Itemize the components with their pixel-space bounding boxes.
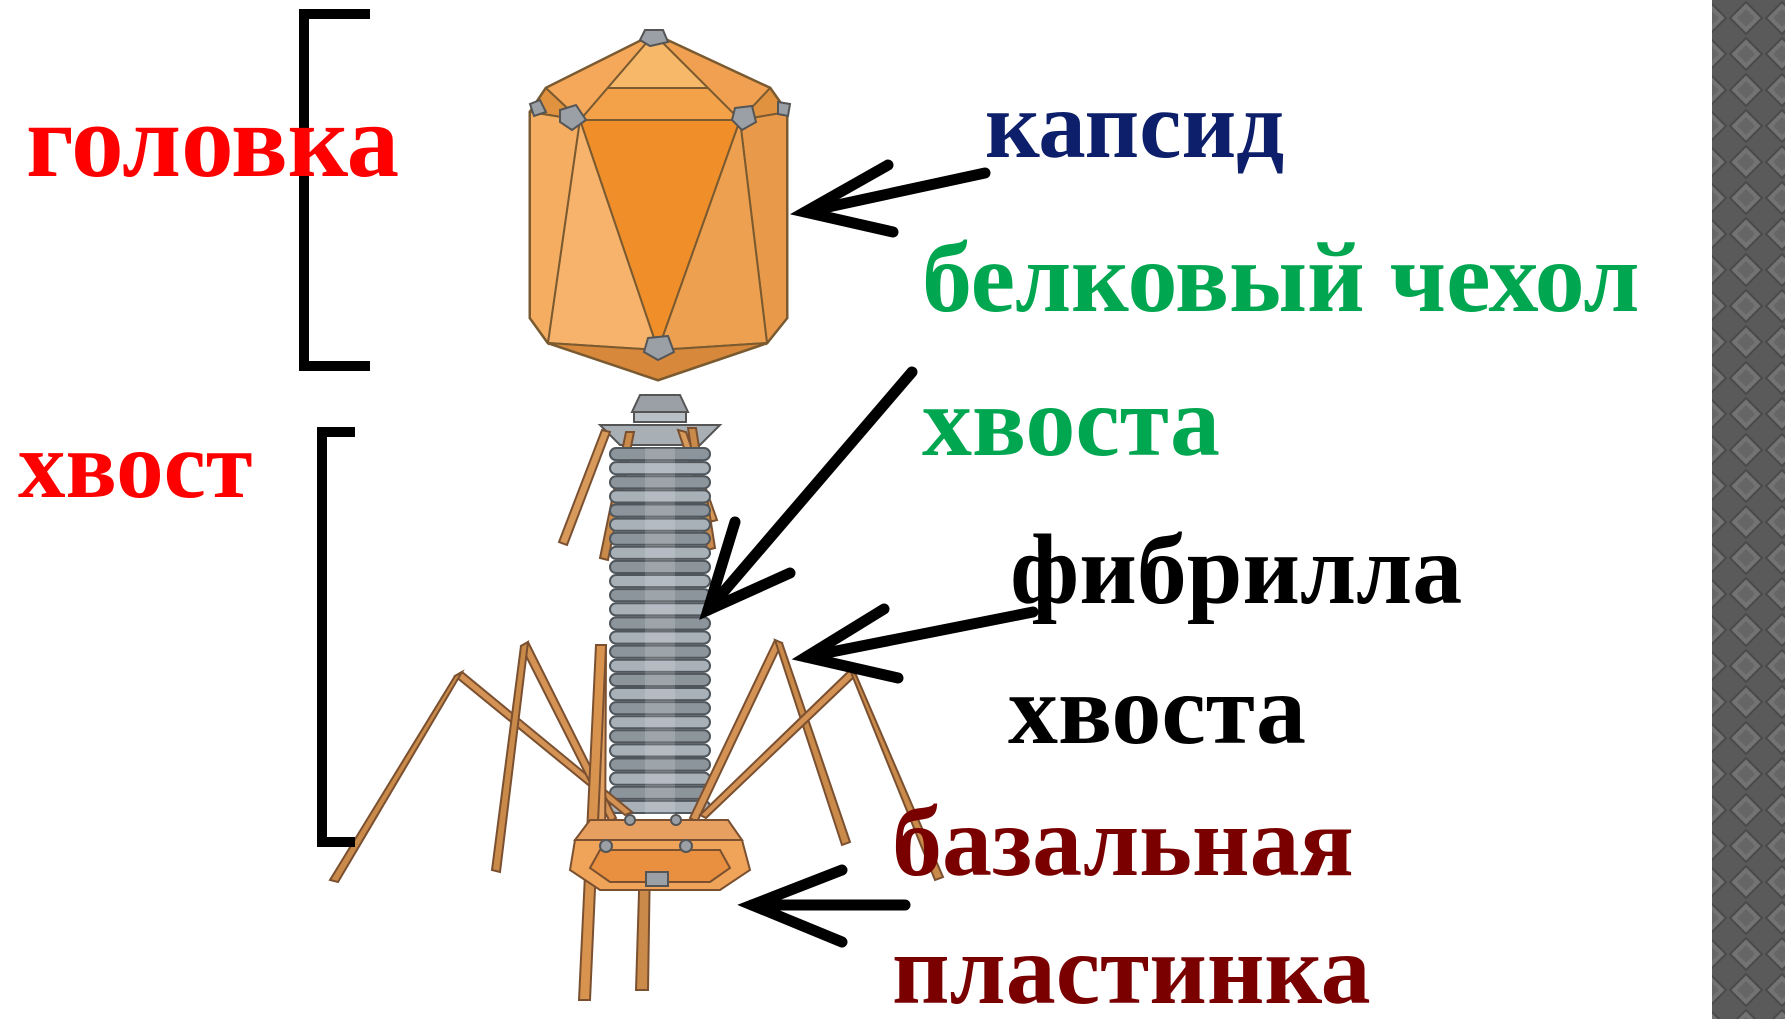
- fiber-arrow: [806, 609, 1033, 678]
- side-decoration-strip: [1712, 0, 1785, 1019]
- label-head: головка: [26, 88, 399, 193]
- base-plate: [570, 815, 750, 890]
- sheath-arrow: [708, 372, 912, 610]
- label-fiber-line1: фибрилла: [1010, 520, 1462, 620]
- label-baseplate-line1: базальная: [892, 792, 1354, 892]
- label-capsid: капсид: [985, 78, 1284, 173]
- sheath-core-highlight: [645, 448, 675, 815]
- tail-sheath: [610, 448, 710, 815]
- tail-bracket: [322, 432, 355, 842]
- label-sheath-line1: белковый чехол: [922, 228, 1639, 328]
- phage-neck: [600, 395, 720, 445]
- label-tail: хвост: [18, 418, 253, 513]
- label-fiber-line2: хвоста: [1008, 660, 1306, 760]
- phage-head-capsid: [530, 30, 790, 380]
- label-sheath-line2: хвоста: [922, 372, 1220, 472]
- label-baseplate-line2: пластинка: [892, 920, 1371, 1020]
- baseplate-arrow: [752, 870, 905, 942]
